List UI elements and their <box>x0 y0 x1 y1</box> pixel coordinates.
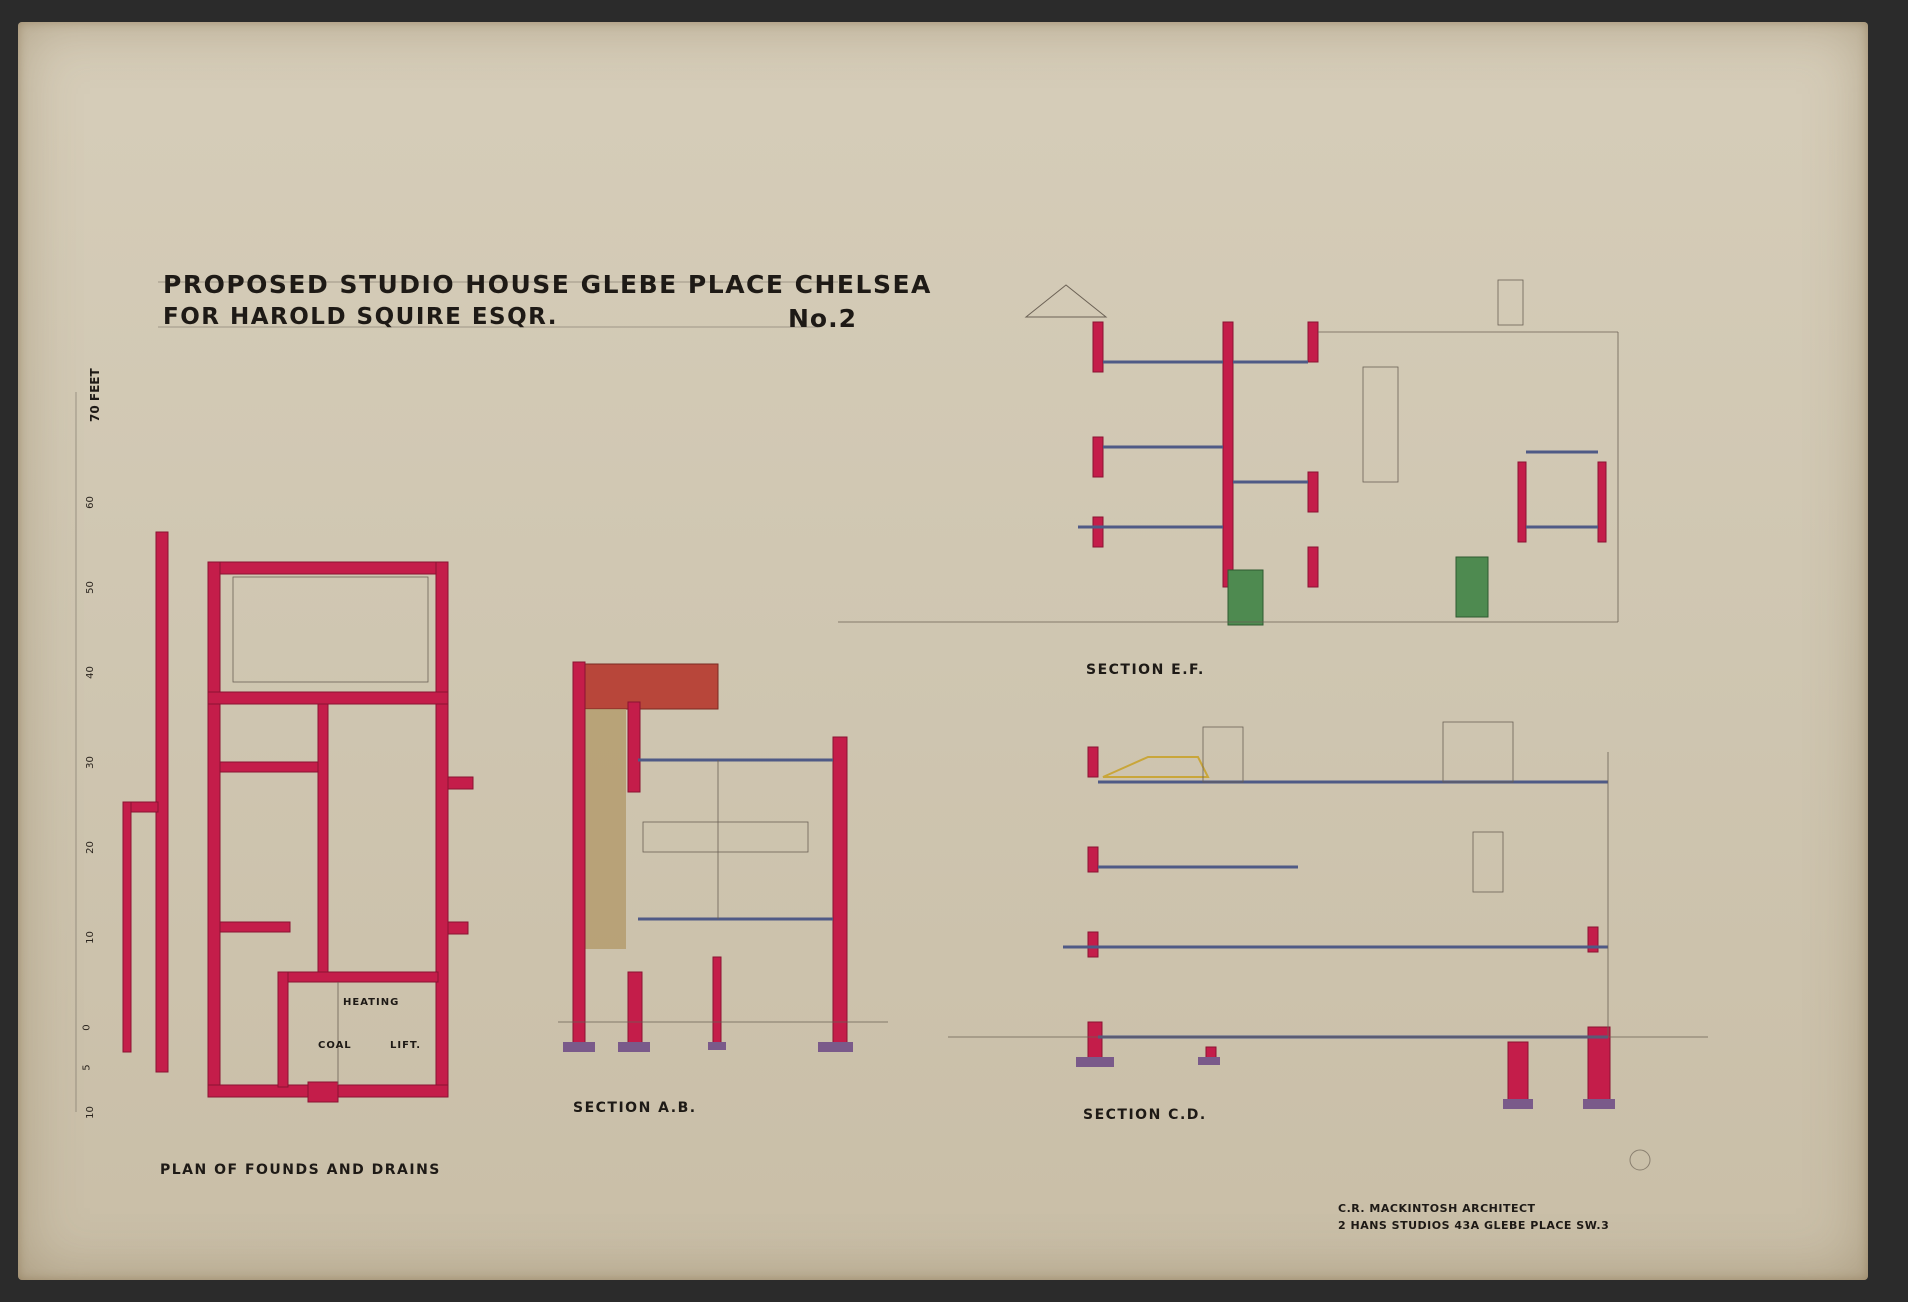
scale-tick: 40 <box>84 666 96 679</box>
scale-label: 70 FEET <box>88 368 102 422</box>
section-ef-label: SECTION E.F. <box>1086 662 1205 678</box>
scale-tick: 5 <box>81 1064 93 1071</box>
section-ab-label: SECTION A.B. <box>573 1100 697 1116</box>
scale-tick: 10 <box>84 931 96 944</box>
foundation-plan <box>122 531 474 1103</box>
scale-tick: 60 <box>84 496 96 509</box>
scale-tick: 20 <box>84 841 96 854</box>
heating-label: HEATING <box>343 997 400 1008</box>
scale-tick: 0 <box>81 1024 93 1031</box>
architect-name: C.R. MACKINTOSH ARCHITECT <box>1338 1202 1536 1215</box>
scale-tick: 50 <box>84 581 96 594</box>
coal-label: COAL <box>318 1040 352 1051</box>
section-ef <box>838 279 1619 626</box>
section-cd <box>948 721 1708 1109</box>
architectural-drawing <box>75 279 1708 1171</box>
sheet-number: No.2 <box>788 304 857 333</box>
architect-address: 2 HANS STUDIOS 43A GLEBE PLACE SW.3 <box>1338 1219 1610 1232</box>
lift-label: LIFT. <box>390 1040 422 1051</box>
section-cd-label: SECTION C.D. <box>1083 1107 1207 1123</box>
scale-tick: 30 <box>84 756 96 769</box>
plan-label: PLAN OF FOUNDS AND DRAINS <box>160 1162 441 1178</box>
scale-tick: 10 <box>84 1106 96 1119</box>
drawing-title: PROPOSED STUDIO HOUSE GLEBE PLACE CHELSE… <box>163 270 932 299</box>
client-name: FOR HAROLD SQUIRE ESQR. <box>163 304 559 330</box>
drawing-sheet: PROPOSED STUDIO HOUSE GLEBE PLACE CHELSE… <box>18 22 1868 1280</box>
section-ab <box>558 661 888 1052</box>
